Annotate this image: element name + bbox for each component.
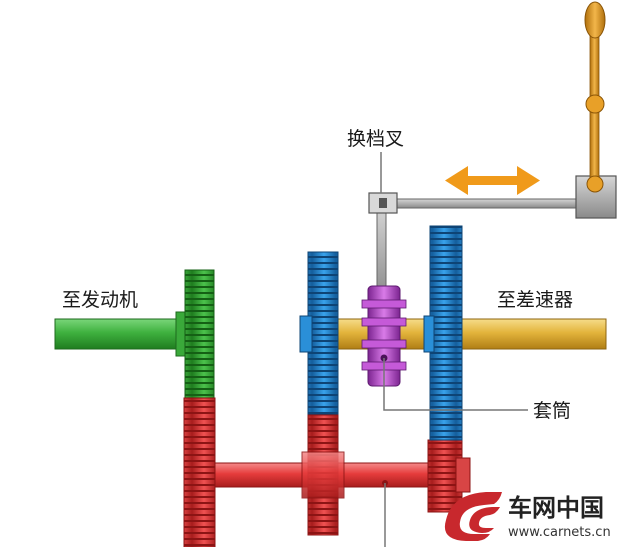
lever-joint-upper [585,94,605,114]
countershaft-gear-3 [427,439,471,513]
to-differential-label: 至差速器 [497,289,573,311]
sleeve-callout-line [383,358,528,411]
double-arrow-icon [445,166,540,195]
lever-joint-lower [586,175,604,193]
to-engine-label: 至发动机 [62,289,138,311]
shift-lever [575,1,617,219]
output-gear-left [299,251,339,415]
watermark-url: www.carnets.cn [508,525,611,540]
synchro-sleeve [361,285,528,411]
lever-knob [584,1,606,39]
shift-rod [369,198,581,209]
shift-fork-label: 换档叉 [347,128,404,150]
shift-linkage [368,152,581,301]
watermark-logo: 车网中国 www.carnets.cn [444,492,611,541]
countershaft-pointer [382,480,388,547]
output-gear-right [423,225,463,441]
sleeve-label: 套筒 [533,400,571,422]
logo-mark-icon [444,492,502,541]
watermark-brand: 车网中国 [508,494,604,522]
countershaft-gear-1 [183,397,216,547]
countershaft-gear-2 [301,414,345,536]
input-gear [184,269,215,399]
input-shaft [54,311,196,357]
